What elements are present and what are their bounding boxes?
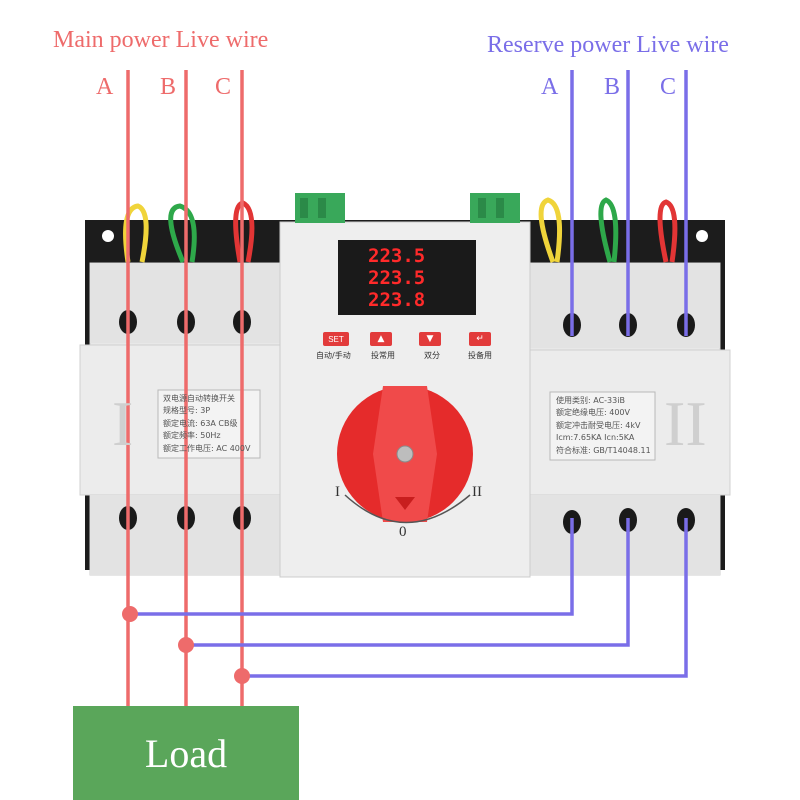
main-power-wires bbox=[126, 70, 244, 706]
lcd-readings: 223.5 223.5 223.8 bbox=[368, 245, 468, 311]
dial-position-ii: II bbox=[472, 484, 482, 500]
loop-wire-yellow bbox=[538, 197, 563, 263]
set-button-label: 自动/手动 bbox=[316, 351, 351, 360]
down-button-label: 双分 bbox=[424, 351, 440, 360]
main-phase-c-label: C bbox=[215, 74, 232, 100]
junction-dot-b bbox=[178, 637, 194, 653]
load-label: Load bbox=[144, 730, 228, 776]
main-phase-a-label: A bbox=[96, 74, 114, 100]
lcd-row-2: 223.5 bbox=[368, 267, 426, 289]
left-spec-line: 规格型号: 3P bbox=[163, 406, 211, 416]
set-button[interactable]: SET bbox=[323, 332, 349, 346]
reserve-wire-a bbox=[130, 518, 574, 616]
reserve-power-label: Reserve power Live wire bbox=[487, 32, 729, 58]
mount-hole bbox=[696, 230, 708, 242]
junction-dot-a bbox=[122, 606, 138, 622]
main-power-label: Main power Live wire bbox=[53, 27, 269, 53]
loop-wire-green bbox=[598, 197, 619, 263]
left-spec-plate: 双电源自动转换开关 规格型号: 3P 额定电流: 63A CB级 额定频率: 5… bbox=[163, 393, 250, 455]
right-spec-line: 符合标准: GB/T14048.11 bbox=[556, 445, 651, 455]
right-spec-plate: 使用类别: AC-33iB 额定绝缘电压: 400V 额定冲击耐受电压: 4kV… bbox=[556, 395, 651, 457]
reserve-phase-c-label: C bbox=[660, 74, 677, 100]
left-spec-line: 双电源自动转换开关 bbox=[163, 394, 235, 403]
left-module-numeral: I bbox=[112, 388, 134, 459]
lcd-row-1: 223.5 bbox=[368, 245, 426, 267]
enter-button[interactable]: ↵ bbox=[469, 332, 491, 346]
up-button[interactable]: ▲ bbox=[370, 332, 392, 346]
up-button-label: 投常用 bbox=[371, 351, 395, 360]
dial-position-i: I bbox=[335, 484, 340, 500]
controller-body bbox=[279, 193, 531, 578]
reserve-power-wires bbox=[130, 70, 688, 678]
load-box: Load bbox=[73, 706, 299, 800]
loop-wire-green bbox=[168, 203, 197, 263]
reserve-wire-c bbox=[242, 518, 688, 678]
left-spec-line: 额定频率: 50Hz bbox=[163, 431, 221, 441]
left-spec-line: 额定电流: 63A CB级 bbox=[163, 418, 238, 428]
left-spec-line: 额定工作电压: AC 400V bbox=[163, 443, 251, 453]
dial-position-0: 0 bbox=[399, 524, 407, 540]
right-spec-line: 使用类别: AC-33iB bbox=[556, 396, 625, 405]
terminal-block-right bbox=[470, 193, 520, 223]
enter-button-label: 投备用 bbox=[468, 351, 492, 360]
right-spec-line: 额定冲击耐受电压: 4kV bbox=[556, 420, 641, 430]
junction-dot-c bbox=[234, 668, 250, 684]
mount-hole bbox=[102, 230, 114, 242]
loop-wire-red bbox=[657, 199, 678, 263]
main-phase-b-label: B bbox=[160, 74, 177, 100]
reserve-wire-b bbox=[186, 518, 630, 647]
right-spec-line: Icm:7.65KA Icn:5KA bbox=[556, 433, 635, 443]
reserve-phase-a-label: A bbox=[541, 74, 559, 100]
right-spec-line: 额定绝缘电压: 400V bbox=[556, 408, 630, 418]
lcd-display bbox=[338, 240, 476, 315]
reserve-phase-b-label: B bbox=[604, 74, 621, 100]
lcd-row-3: 223.8 bbox=[368, 289, 426, 311]
loop-wire-yellow bbox=[123, 203, 149, 263]
right-module-numeral: II bbox=[664, 388, 707, 459]
down-button[interactable]: ▼ bbox=[419, 332, 441, 346]
